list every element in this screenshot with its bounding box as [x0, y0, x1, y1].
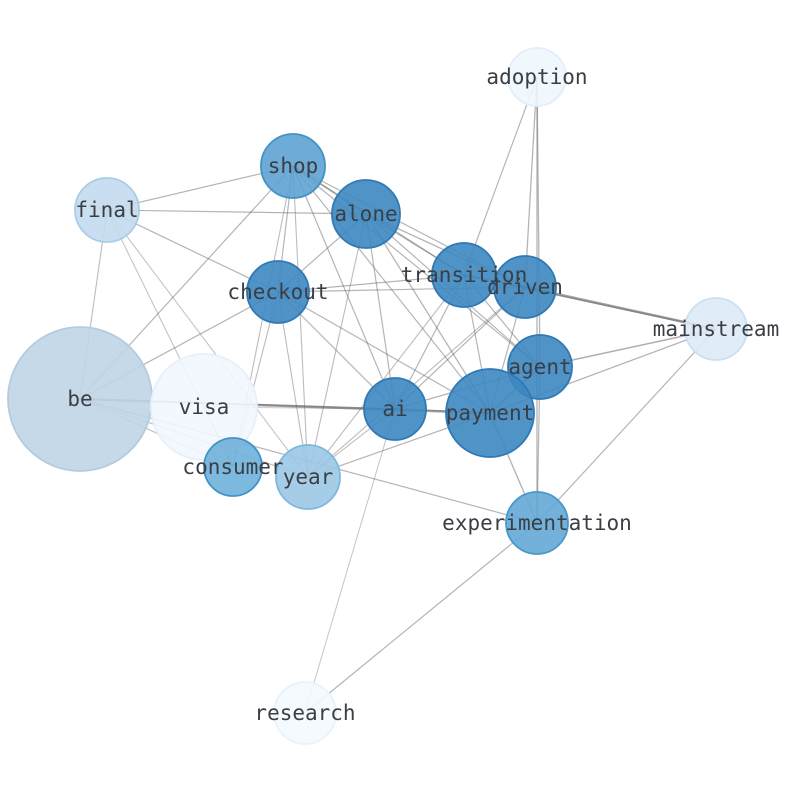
node-label-adoption: adoption [486, 65, 587, 89]
node-label-be: be [67, 387, 92, 411]
node-checkout [246, 260, 310, 324]
node-final [74, 177, 140, 243]
node-agent [507, 334, 573, 400]
node-label-research: research [254, 701, 355, 725]
node-mainstream [684, 297, 748, 361]
node-label-driven: driven [487, 275, 563, 299]
node-payment [445, 368, 535, 458]
node-label-mainstream: mainstream [653, 317, 779, 341]
edge-adoption-transition [463, 76, 538, 276]
node-consumer [203, 437, 263, 497]
node-driven [493, 255, 557, 319]
edge-driven-year [307, 286, 526, 478]
edge-shop-agent [292, 165, 541, 368]
edge-final-alone [106, 209, 367, 215]
node-adoption [507, 47, 567, 107]
node-label-visa: visa [179, 395, 230, 419]
edge-shop-year [292, 165, 309, 478]
node-label-final: final [75, 198, 138, 222]
node-label-year: year [283, 465, 334, 489]
node-experimentation [505, 491, 569, 555]
edge-driven-mainstream [524, 285, 717, 331]
nodes-layer [7, 47, 748, 745]
edge-mainstream-experimentation [536, 328, 717, 524]
node-ai [363, 377, 427, 441]
node-label-agent: agent [508, 355, 571, 379]
edge-ai-research [304, 408, 396, 714]
node-label-transition: transition [401, 263, 527, 287]
node-year [275, 444, 341, 510]
edge-adoption-driven [524, 76, 538, 288]
node-alone [331, 179, 401, 249]
edge-final-year [106, 209, 309, 478]
node-label-shop: shop [268, 154, 319, 178]
node-shop [260, 133, 326, 199]
node-label-consumer: consumer [182, 455, 283, 479]
edge-transition-year [307, 274, 465, 478]
node-label-payment: payment [446, 401, 535, 425]
node-label-experimentation: experimentation [442, 511, 632, 535]
node-research [273, 681, 337, 745]
node-label-checkout: checkout [227, 280, 328, 304]
node-label-ai: ai [382, 397, 407, 421]
edge-research-experimentation [304, 522, 538, 714]
edge-shop-ai [292, 165, 396, 410]
node-label-alone: alone [334, 202, 397, 226]
edge-alone-year [307, 213, 367, 478]
